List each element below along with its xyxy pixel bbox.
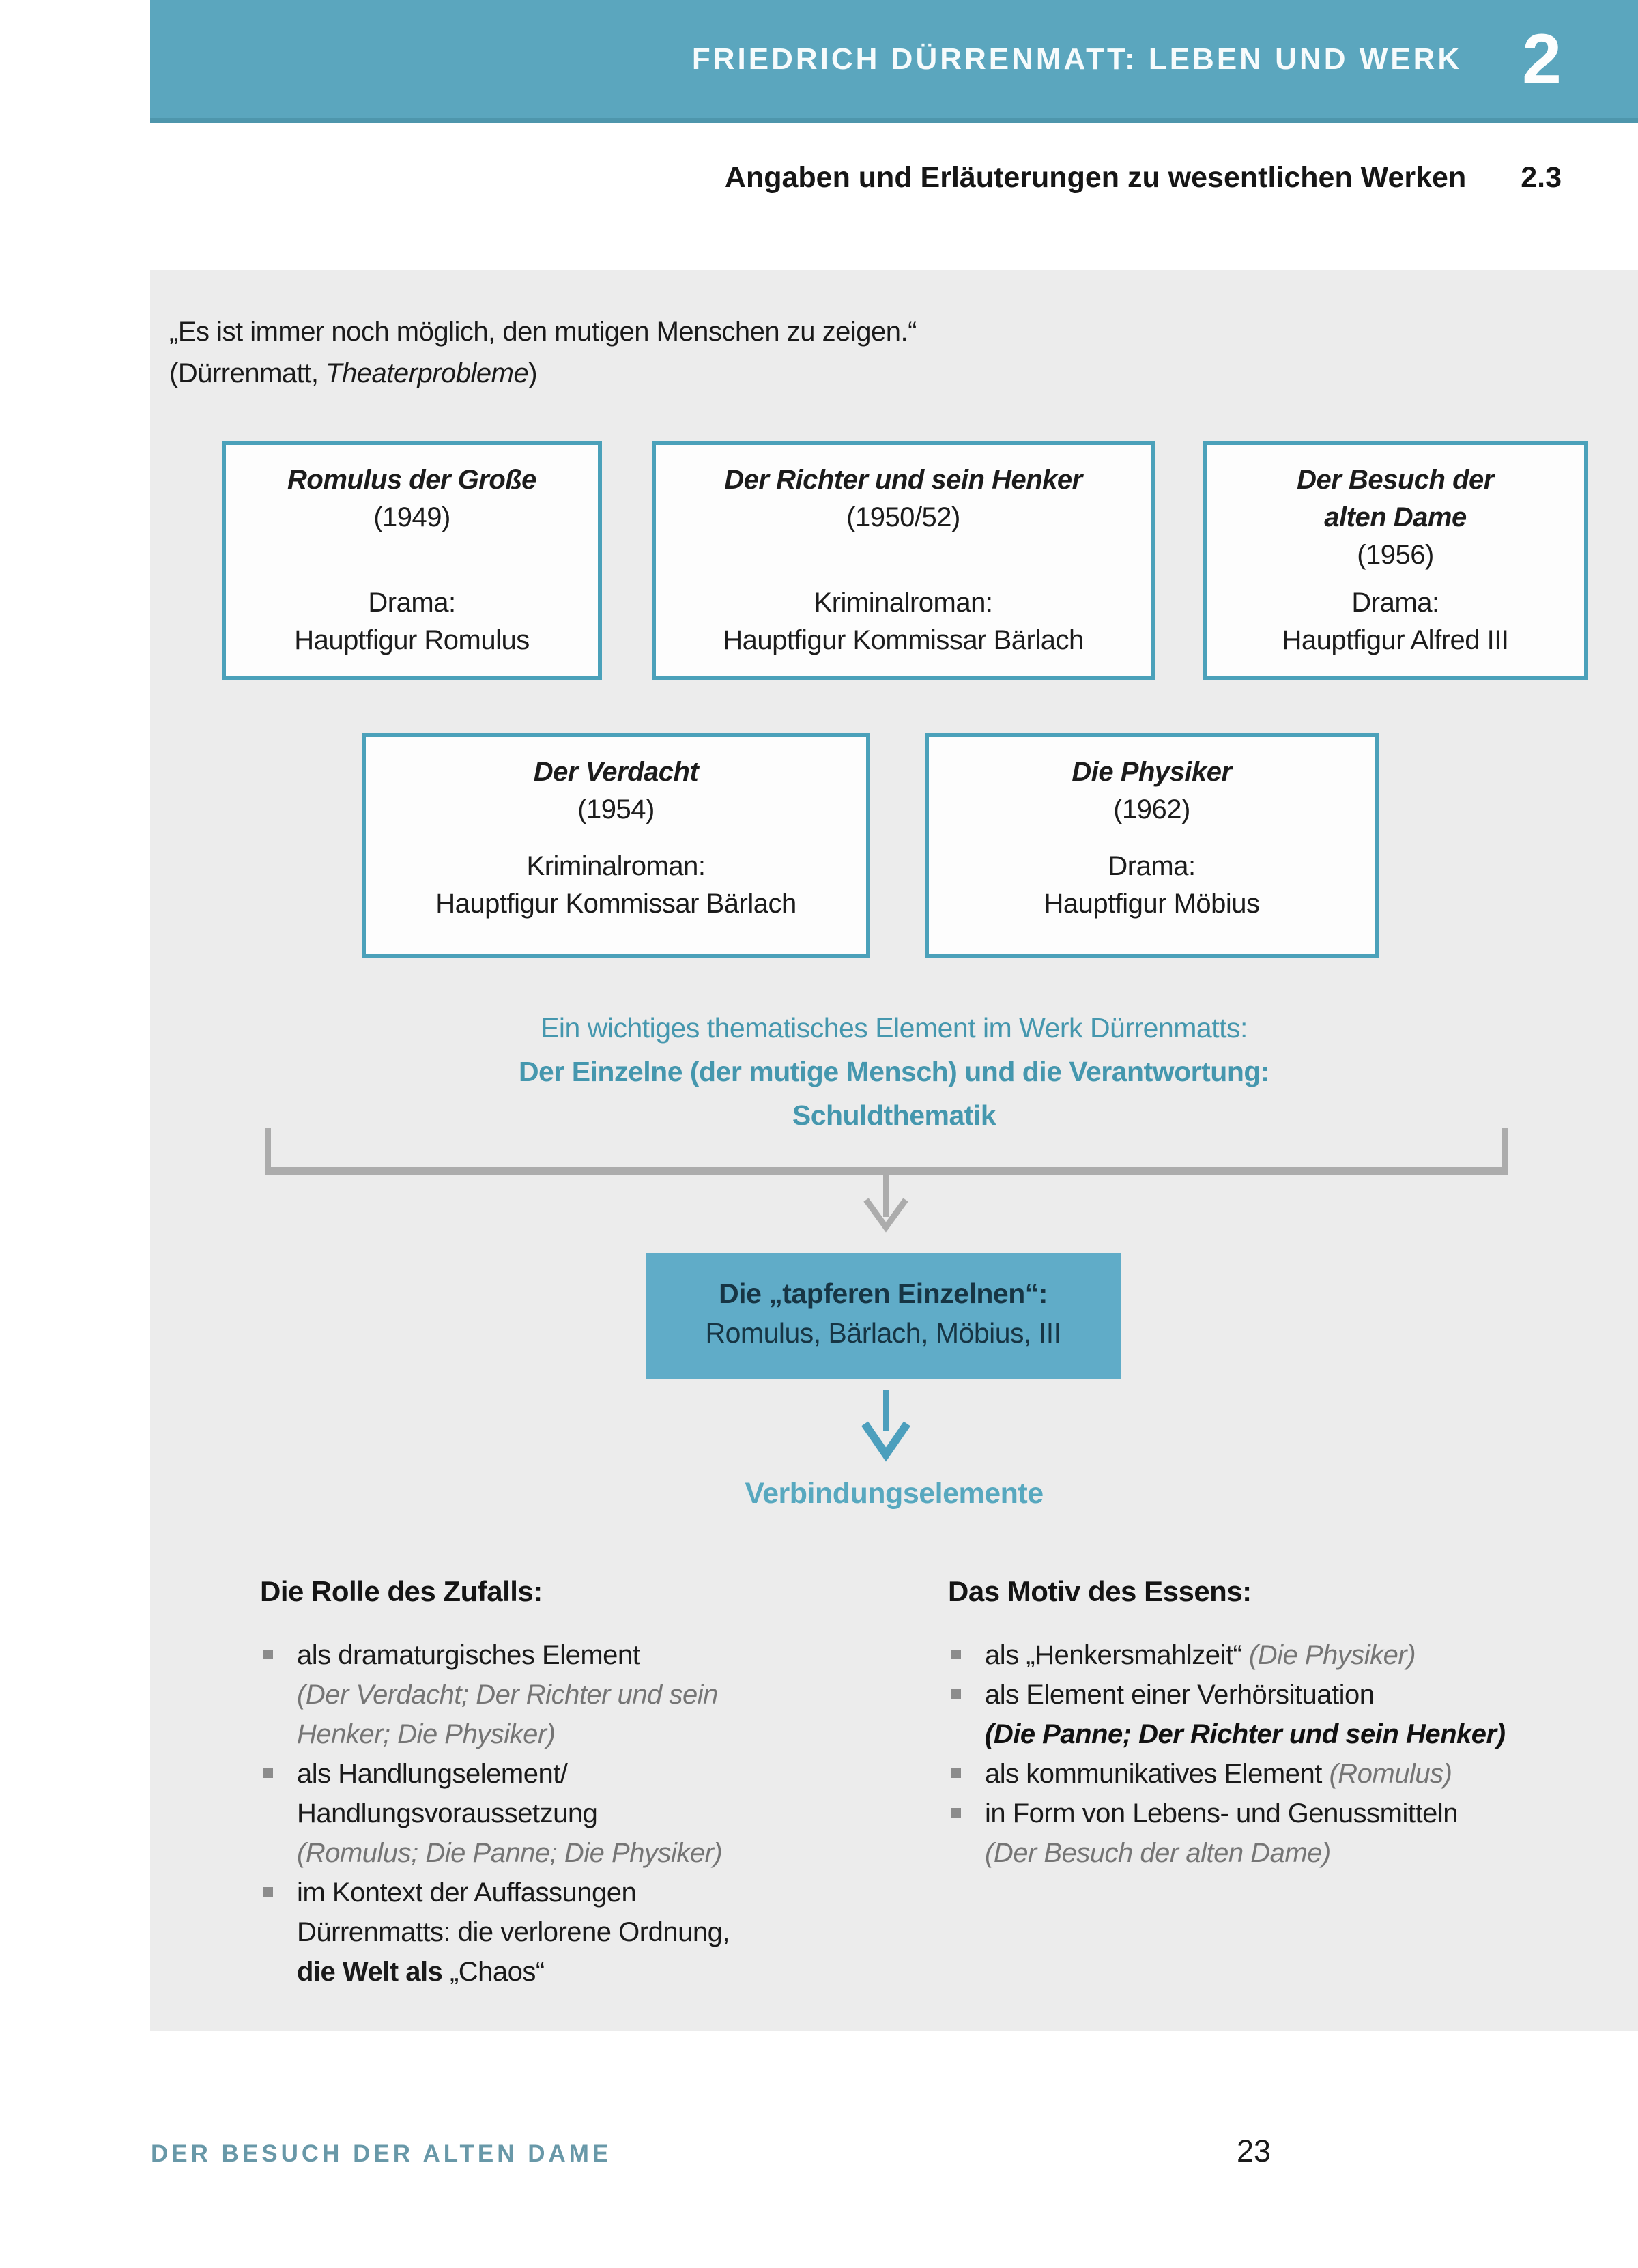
thematic-line: Ein wichtiges thematisches Element im We… [541, 1012, 1248, 1044]
work-figure: Hauptfigur Kommissar Bärlach [723, 625, 1084, 655]
thematic-line: Der Einzelne (der mutige Mensch) und die… [518, 1056, 1270, 1087]
footer-book-title: DER BESUCH DER ALTEN DAME [151, 2140, 612, 2167]
brave-individuals-title: Die „tapferen Einzelnen“: [719, 1278, 1048, 1309]
quote-work-title: Theaterprobleme [326, 358, 529, 388]
quote-attribution: (Dürrenmatt, Theaterprobleme) [169, 358, 538, 388]
list-item-continuation: (Der Besuch der alten Dame) [985, 1838, 1331, 1868]
work-year: (1950/52) [846, 502, 960, 532]
list-item: im Kontext der Auffassungen [260, 1873, 943, 1912]
content-panel: „Es ist immer noch möglich, den mutigen … [150, 270, 1638, 2031]
page-number: 23 [1237, 2134, 1271, 2168]
quote-line: „Es ist immer noch möglich, den mutigen … [169, 317, 917, 347]
list-item-continuation: die Welt als „Chaos“ [297, 1957, 545, 1987]
bullet-square-icon [951, 1650, 961, 1659]
bullet-square-icon [263, 1768, 273, 1778]
work-figure: Hauptfigur Romulus [294, 625, 530, 655]
work-year: (1954) [577, 794, 655, 824]
quote-block: „Es ist immer noch möglich, den mutigen … [169, 311, 917, 394]
work-genre: Kriminalroman: [526, 851, 706, 881]
bullet-square-icon [951, 1808, 961, 1818]
chapter-header-bar: FRIEDRICH DÜRRENMATT: LEBEN UND WERK 2 [150, 0, 1638, 123]
thematic-statement: Ein wichtiges thematisches Element im We… [150, 1006, 1638, 1137]
work-box-verdacht: Der Verdacht (1954) Kriminalroman: Haupt… [362, 733, 870, 958]
work-figure: Hauptfigur Alfred III [1282, 625, 1509, 655]
work-title: Der Richter und sein Henker [724, 465, 1082, 495]
brave-individuals-names: Romulus, Bärlach, Möbius, III [705, 1317, 1061, 1349]
bullet-square-icon [951, 1689, 961, 1699]
work-title: Romulus der Große [287, 465, 536, 495]
brave-individuals-box: Die „tapferen Einzelnen“: Romulus, Bärla… [646, 1253, 1121, 1379]
bullet-square-icon [263, 1887, 273, 1897]
work-genre: Drama: [368, 588, 456, 618]
list-item-continuation: (Die Panne; Der Richter und sein Henker) [985, 1719, 1506, 1749]
work-figure: Hauptfigur Möbius [1044, 889, 1260, 919]
work-figure: Hauptfigur Kommissar Bärlach [435, 889, 796, 919]
list-item-continuation: (Der Verdacht; Der Richter und sein [297, 1680, 718, 1710]
list-item: als dramaturgisches Element [260, 1635, 943, 1675]
connector-label: Verbindungselemente [745, 1477, 1044, 1510]
section-subtitle-row: Angaben und Erläuterungen zu wesentliche… [150, 157, 1638, 198]
work-box-besuch-der-alten-dame: Der Besuch der alten Dame (1956) Drama: … [1203, 441, 1588, 680]
chapter-number: 2 [1522, 19, 1562, 99]
list-item-continuation: Handlungsvoraussetzung [297, 1798, 598, 1828]
work-genre: Drama: [1351, 588, 1439, 618]
list-item: als kommunikatives Element (Romulus) [948, 1754, 1638, 1794]
column-heading: Das Motiv des Essens: [948, 1575, 1252, 1607]
bullet-square-icon [951, 1768, 961, 1778]
work-title: Der Besuch der alten Dame [1297, 465, 1494, 532]
column-motif-of-eating: Das Motiv des Essens: als „Henkersmahlze… [948, 1575, 1638, 1873]
work-year: (1962) [1113, 794, 1190, 824]
bullet-square-icon [263, 1650, 273, 1659]
work-genre: Drama: [1108, 851, 1196, 881]
thematic-line: Schuldthematik [792, 1100, 996, 1131]
down-arrow-icon [861, 1390, 910, 1462]
work-box-richter-und-henker: Der Richter und sein Henker (1950/52) Kr… [652, 441, 1155, 680]
list-item: als Handlungselement/ [260, 1754, 943, 1794]
work-year: (1949) [373, 502, 450, 532]
work-title: Der Verdacht [533, 757, 699, 787]
list-item-continuation: (Romulus; Die Panne; Die Physiker) [297, 1838, 723, 1868]
list-item-continuation: Henker; Die Physiker) [297, 1719, 556, 1749]
list-item: als „Henkersmahlzeit“ (Die Physiker) [948, 1635, 1638, 1675]
work-year: (1956) [1357, 540, 1434, 570]
list-item-continuation: Dürrenmatts: die verlorene Ordnung, [297, 1917, 730, 1947]
work-genre: Kriminalroman: [814, 588, 993, 618]
list-item: in Form von Lebens- und Genussmitteln [948, 1794, 1638, 1833]
merge-bracket-arrow-icon [265, 1128, 1508, 1233]
work-box-romulus: Romulus der Große (1949) Drama: Hauptfig… [222, 441, 602, 680]
work-title: Die Physiker [1072, 757, 1232, 787]
list-item: als Element einer Verhörsituation [948, 1675, 1638, 1714]
section-number: 2.3 [1521, 160, 1562, 194]
chapter-header-title: FRIEDRICH DÜRRENMATT: LEBEN UND WERK [691, 42, 1463, 76]
column-heading: Die Rolle des Zufalls: [260, 1575, 543, 1607]
column-role-of-chance: Die Rolle des Zufalls: als dramaturgisch… [260, 1575, 943, 1992]
section-subtitle: Angaben und Erläuterungen zu wesentliche… [724, 160, 1467, 194]
work-box-physiker: Die Physiker (1962) Drama: Hauptfigur Mö… [925, 733, 1379, 958]
